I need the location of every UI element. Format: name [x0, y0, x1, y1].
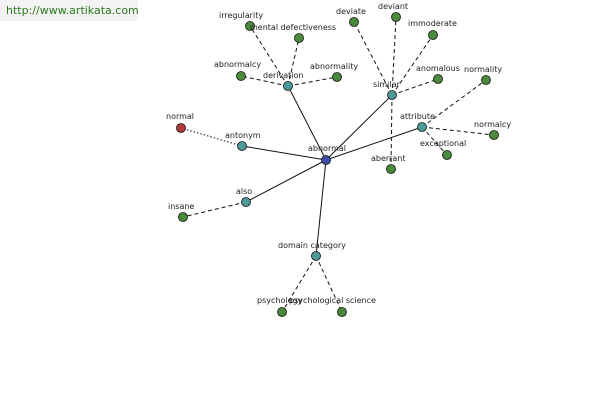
edge-normality: [421, 79, 487, 128]
label-normal[interactable]: normal: [166, 112, 194, 121]
node-also[interactable]: [241, 197, 251, 207]
edge-psychological-science: [315, 255, 343, 313]
label-psychological-science[interactable]: psychological science: [289, 296, 376, 305]
label-also[interactable]: also: [236, 187, 252, 196]
edge-exceptional: [421, 126, 448, 156]
node-similar[interactable]: [387, 90, 397, 100]
label-insane[interactable]: insane: [168, 202, 194, 211]
edge-derivation: [287, 85, 327, 161]
edge-irregularity: [249, 25, 289, 87]
edge-normalcy: [421, 126, 495, 136]
node-attribute[interactable]: [417, 122, 427, 132]
edge-insane: [182, 201, 247, 218]
node-normalcy[interactable]: [489, 130, 499, 140]
label-irregularity[interactable]: irregularity: [219, 11, 263, 20]
node-aberrant[interactable]: [386, 164, 396, 174]
label-antonym[interactable]: antonym: [225, 131, 261, 140]
edge-immoderate: [391, 34, 434, 96]
label-abnormalcy[interactable]: abnormalcy: [214, 60, 261, 69]
edge-abnormalcy: [240, 75, 289, 87]
node-immoderate[interactable]: [428, 30, 438, 40]
edge-also: [245, 159, 327, 203]
node-normality[interactable]: [481, 75, 491, 85]
edge-psychology: [281, 255, 317, 313]
label-deviate[interactable]: deviate: [336, 7, 366, 16]
label-attribute[interactable]: attribute: [400, 112, 435, 121]
label-domain-category[interactable]: domain category: [278, 241, 346, 250]
label-similar[interactable]: similar: [373, 80, 401, 89]
label-exceptional[interactable]: exceptional: [420, 139, 466, 148]
node-exceptional[interactable]: [442, 150, 452, 160]
node-psychology[interactable]: [277, 307, 287, 317]
node-center[interactable]: [321, 155, 331, 165]
node-abnormalcy[interactable]: [236, 71, 246, 81]
label-normality[interactable]: normality: [464, 65, 502, 74]
label-derivation[interactable]: derivation: [263, 71, 303, 80]
edge-antonym: [241, 145, 327, 161]
node-irregularity[interactable]: [245, 21, 255, 31]
edge-mental-defectiveness: [287, 37, 300, 87]
node-derivation[interactable]: [283, 81, 293, 91]
edge-attribute: [325, 126, 423, 161]
edge-anomalous: [391, 78, 439, 96]
node-psychological-science[interactable]: [337, 307, 347, 317]
edge-similar: [325, 94, 393, 161]
edge-abnormality: [287, 76, 338, 87]
label-normalcy[interactable]: normalcy: [474, 120, 511, 129]
label-psychology[interactable]: psychology: [257, 296, 303, 305]
node-deviate[interactable]: [349, 17, 359, 27]
node-mental-defectiveness[interactable]: [294, 33, 304, 43]
node-antonym[interactable]: [237, 141, 247, 151]
node-anomalous[interactable]: [433, 74, 443, 84]
node-abnormality[interactable]: [332, 72, 342, 82]
label-immoderate[interactable]: immoderate: [408, 19, 457, 28]
edge-aberrant: [390, 94, 393, 170]
edge-normal: [180, 127, 243, 147]
node-domain-category[interactable]: [311, 251, 321, 261]
label-anomalous[interactable]: anomalous: [416, 64, 460, 73]
label-deviant[interactable]: deviant: [378, 2, 408, 11]
node-normal[interactable]: [176, 123, 186, 133]
label-center[interactable]: abnormal: [308, 144, 346, 153]
node-insane[interactable]: [178, 212, 188, 222]
site-link[interactable]: http://www.artikata.com: [0, 0, 139, 21]
node-deviant[interactable]: [391, 12, 401, 22]
edge-domain-category: [315, 159, 327, 257]
label-abnormality[interactable]: abnormality: [310, 62, 358, 71]
label-aberrant[interactable]: aberrant: [371, 154, 405, 163]
label-mental-defectiveness[interactable]: mental defectiveness: [250, 23, 336, 32]
edge-deviant: [391, 16, 397, 96]
